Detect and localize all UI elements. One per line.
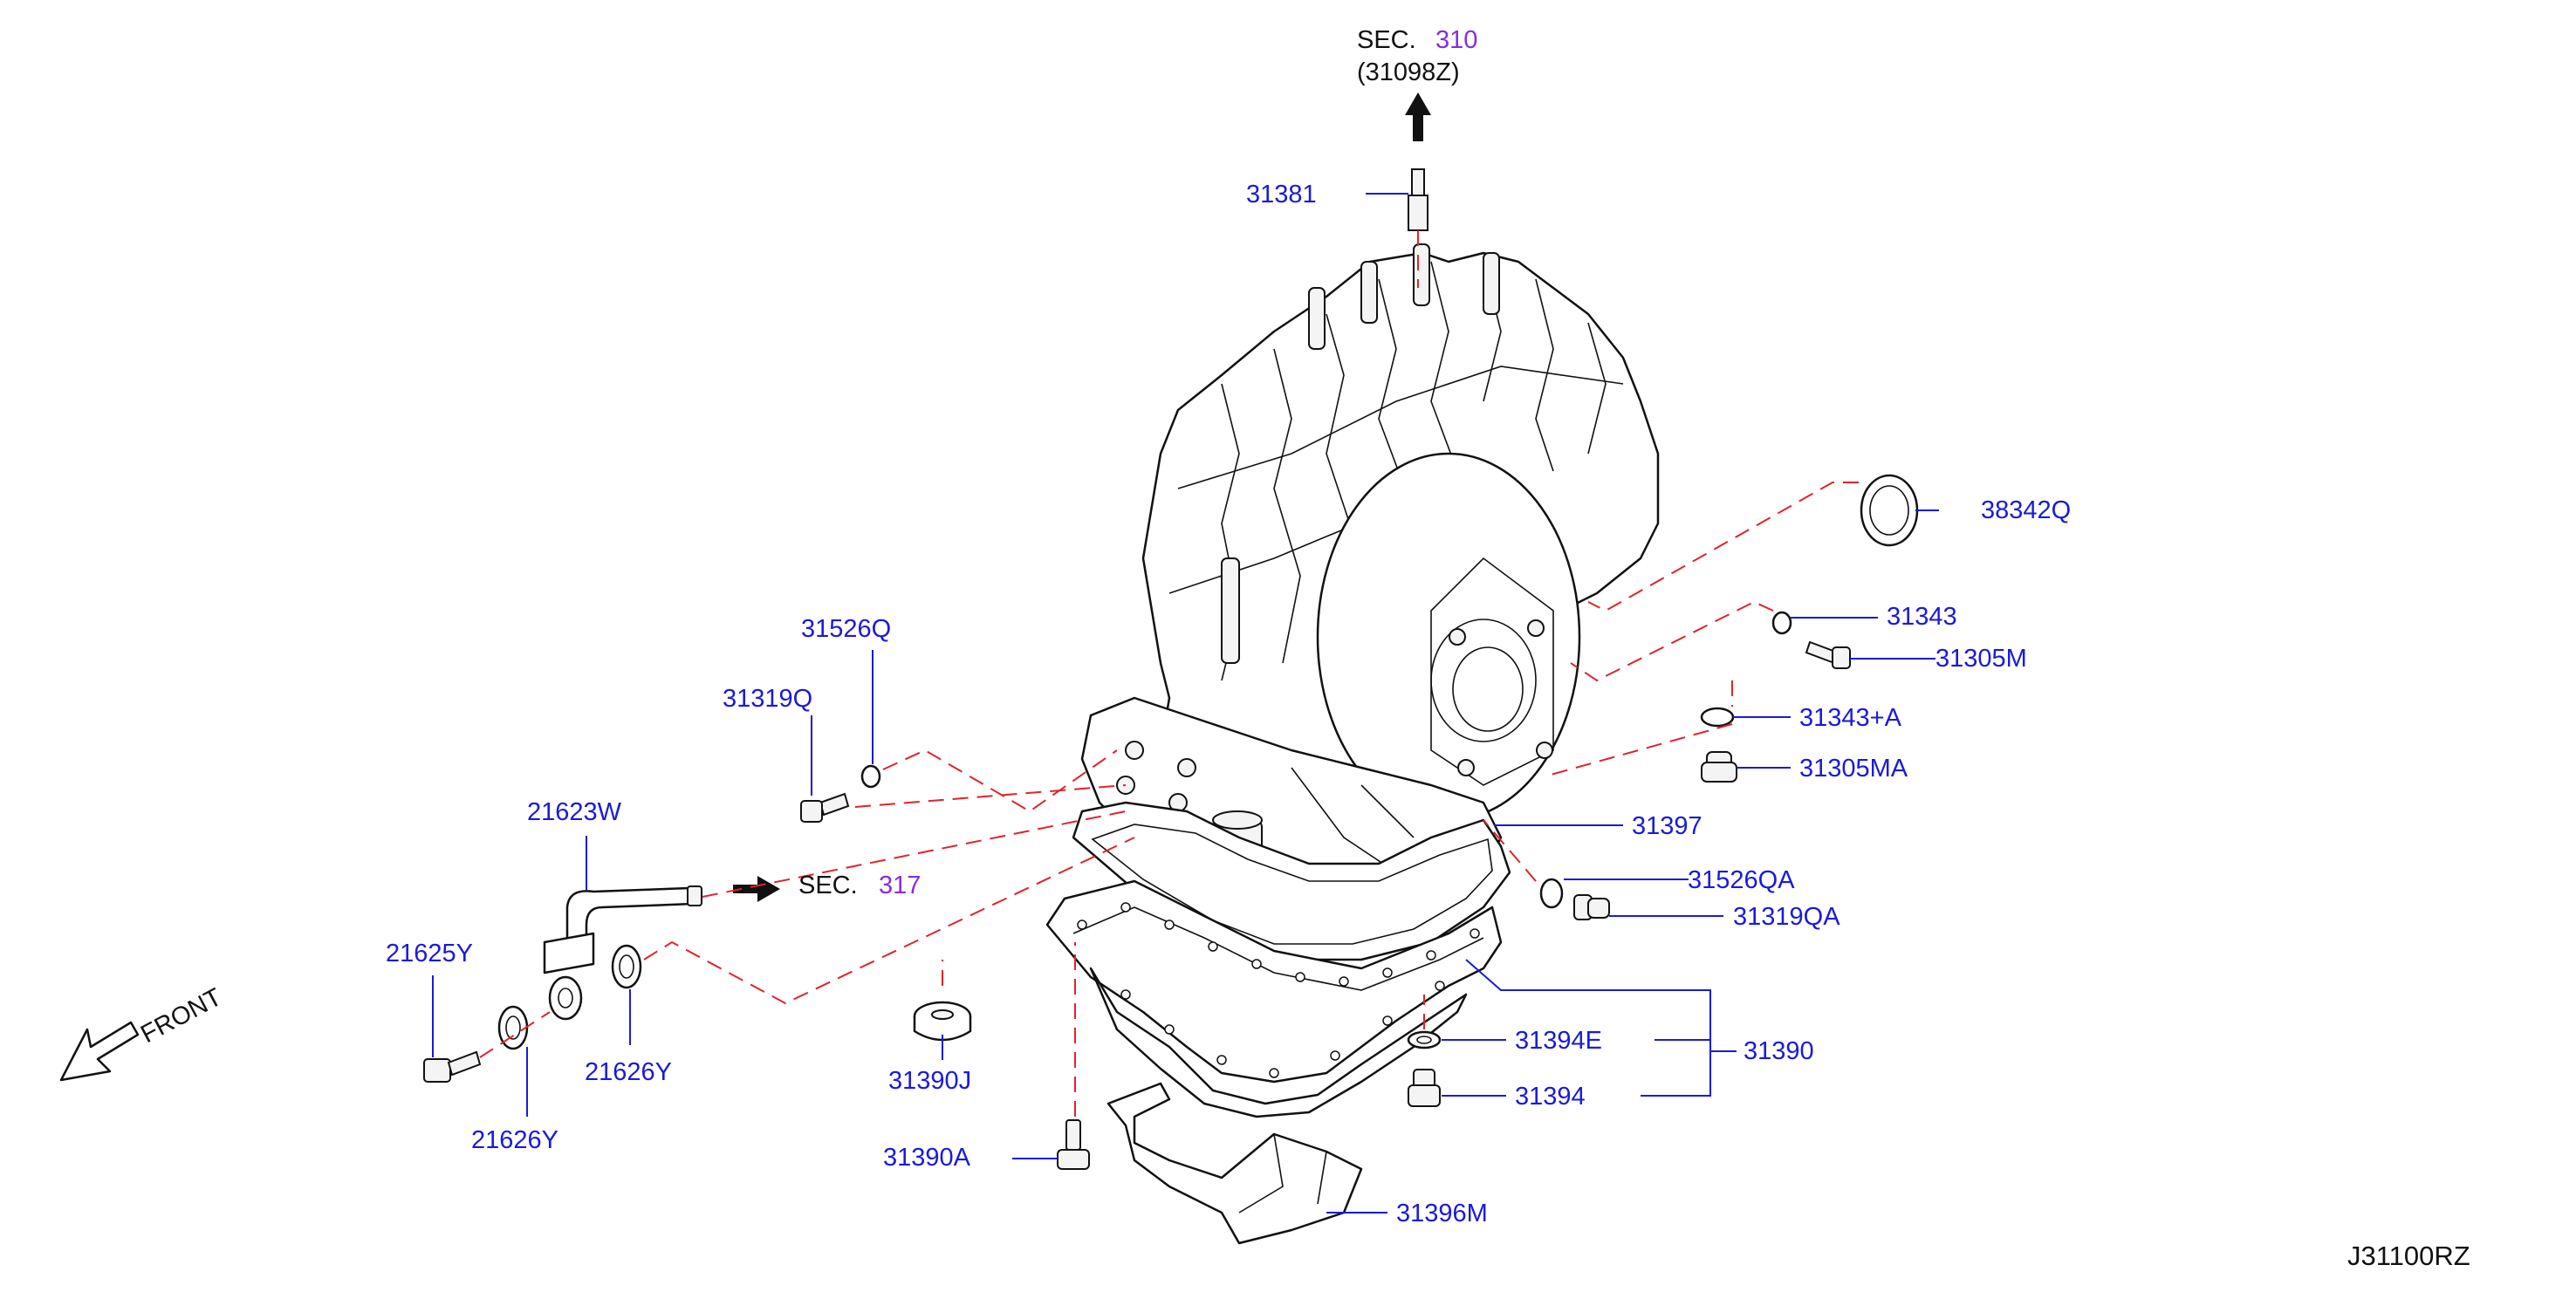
diagram-id: J31100RZ (2347, 1241, 2470, 1271)
front-arrow-icon (59, 1021, 140, 1082)
pad-31390J (913, 1001, 972, 1042)
stud-31381 (1408, 168, 1428, 231)
label-31394E: 31394E (1515, 1027, 1602, 1055)
label-31526Q: 31526Q (801, 615, 891, 643)
label-31390A: 31390A (883, 1144, 971, 1172)
sec-top-number: 310 (1435, 26, 1477, 54)
arrow-up-icon (1405, 92, 1431, 141)
label-31526QA: 31526QA (1688, 866, 1795, 894)
label-21626Y-b: 21626Y (585, 1058, 672, 1086)
label-31305MA: 31305MA (1799, 755, 1908, 783)
label-31390J: 31390J (888, 1067, 971, 1095)
leader-lines (432, 193, 1939, 1214)
label-31305M: 31305M (1935, 645, 2027, 673)
label-31390: 31390 (1744, 1037, 1814, 1065)
sec-left-label: SEC. (798, 872, 858, 899)
bolt-31305M (1805, 640, 1851, 669)
sec-left-number: 317 (879, 872, 921, 899)
labels: SEC. 310 (31098Z) 31381 38342Q 31343 313… (136, 26, 2470, 1271)
label-31319Q: 31319Q (723, 685, 812, 713)
seal-38342Q (1860, 474, 1919, 547)
washer-31394E (1407, 1030, 1442, 1049)
arrow-right-icon (733, 876, 780, 902)
label-31394: 31394 (1515, 1083, 1586, 1111)
pipe-21623W (543, 885, 702, 974)
label-31397: 31397 (1632, 812, 1702, 840)
label-21626Y-a: 21626Y (471, 1126, 558, 1154)
plug-31305MA (1701, 751, 1737, 783)
bolt-31319Q (800, 792, 850, 823)
oring-31343A (1700, 707, 1735, 728)
label-31343: 31343 (1887, 603, 1957, 631)
label-31381: 31381 (1246, 181, 1317, 209)
bracket-31396M (1106, 1082, 1363, 1245)
washer-21626Y-b (611, 944, 642, 989)
label-31343A: 31343+A (1799, 704, 1902, 732)
label-38342Q: 38342Q (1981, 496, 2071, 524)
sec-top-label: SEC. (1357, 26, 1416, 54)
oring-31526QA (1539, 878, 1564, 909)
label-21625Y: 21625Y (386, 940, 473, 967)
oil-pan-31390 (1045, 879, 1503, 1118)
assembly-lines (479, 230, 1859, 1117)
plug-31319QA (1573, 894, 1610, 920)
label-31319QA: 31319QA (1733, 903, 1840, 931)
bolt-21625Y (423, 1050, 482, 1083)
front-label: FRONT (136, 983, 226, 1049)
oring-31526Q (860, 764, 881, 789)
label-21623W: 21623W (527, 798, 622, 826)
bolt-31390A (1057, 1119, 1090, 1170)
label-31396M: 31396M (1396, 1200, 1488, 1227)
oring-31343 (1771, 611, 1792, 635)
banjo-fitting (548, 975, 583, 1021)
sec-top-ref: (31098Z) (1357, 58, 1460, 86)
drain-plug-31394 (1408, 1069, 1441, 1107)
